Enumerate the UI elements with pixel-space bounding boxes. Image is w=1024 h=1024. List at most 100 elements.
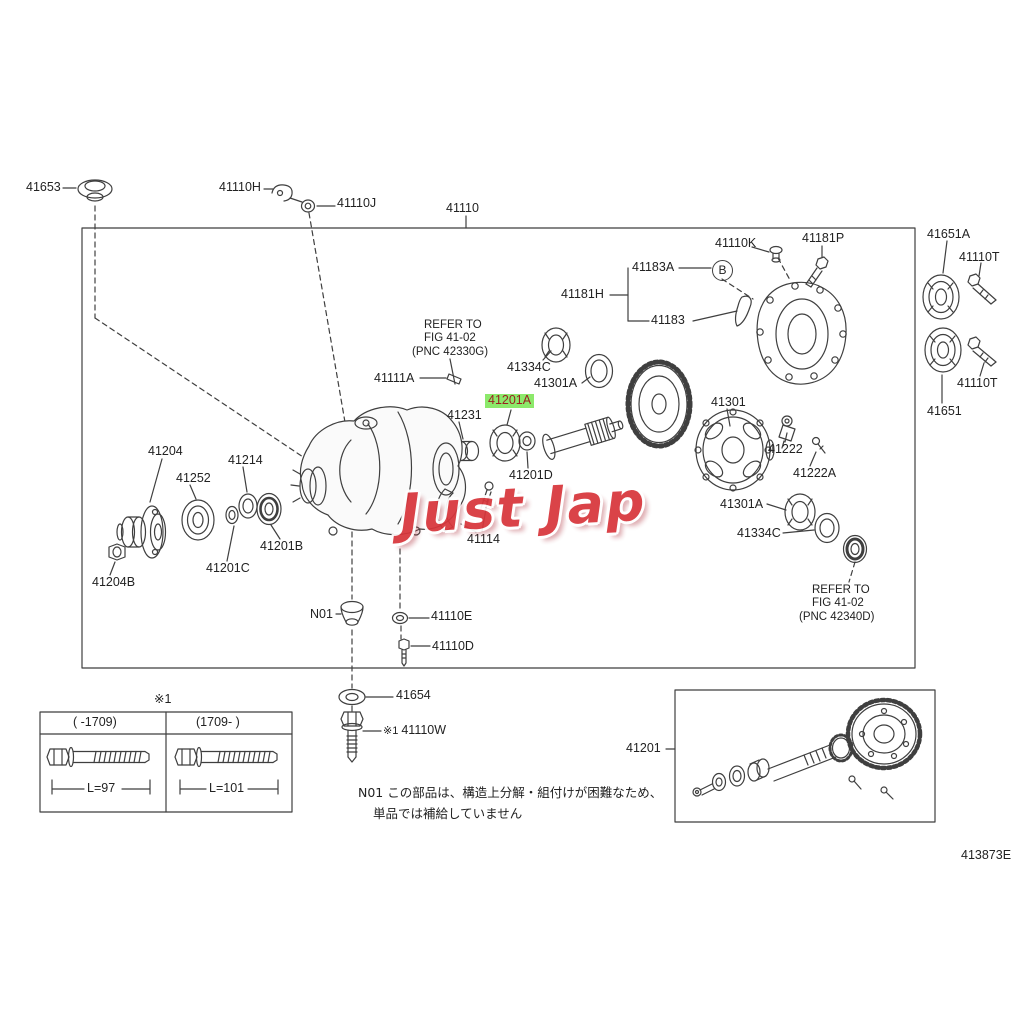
bolt-table-header-new: (1709- ) <box>196 715 240 729</box>
part-label-41110: 41110 <box>446 201 479 215</box>
clip-41110H <box>271 184 303 203</box>
part-label-41334C-right: 41334C <box>737 526 781 540</box>
part-label-41653: 41653 <box>26 180 61 194</box>
bolt-41181P <box>805 256 829 288</box>
part-label-41110W: 41110W <box>401 723 447 737</box>
ring-gear <box>625 359 693 449</box>
part-label-41231: 41231 <box>447 408 482 422</box>
part-label-41181H: 41181H <box>561 287 604 301</box>
part-label-41110D: 41110D <box>432 639 474 653</box>
part-label-41222: 41222 <box>768 442 803 456</box>
drive-pinion-shaft <box>542 416 624 460</box>
bolt-length-old: L=97 <box>87 781 116 795</box>
main-frame-box <box>81 227 916 669</box>
footnote-line2: 単品では補給していません <box>373 806 523 821</box>
bolt-table-header-old: ( -1709) <box>73 715 117 729</box>
table-bolt-new <box>174 746 279 795</box>
footnote-line1: N01 この部品は、構造上分解・組付けが困難なため、 <box>358 785 663 800</box>
part-label-41301A-left: 41301A <box>534 376 578 390</box>
ring-41201C <box>225 505 239 525</box>
kit-frame-box <box>674 689 936 823</box>
part-41222 <box>778 415 796 449</box>
oil-seal-right <box>842 534 868 564</box>
bearing-cap-41114 <box>436 481 494 532</box>
differential-carrier-housing <box>290 406 467 536</box>
washer-41110E <box>391 611 409 625</box>
bolt-41110W <box>340 711 364 763</box>
part-label-41110T-upper: 41110T <box>959 250 1000 264</box>
part-label-41183: 41183 <box>651 313 685 327</box>
part-label-41114: 41114 <box>467 532 500 546</box>
washer-41201D <box>518 431 536 451</box>
part-label-41252: 41252 <box>176 471 211 485</box>
companion-flange-41204 <box>116 505 167 559</box>
bolt-41110T-lower <box>967 336 997 367</box>
plug-N01 <box>340 600 364 626</box>
part-label-41181P: 41181P <box>802 231 845 245</box>
washer-41110J <box>300 199 316 213</box>
breather-plug-41110K <box>769 245 783 263</box>
drive-pinion-kit-41201 <box>692 697 923 800</box>
bolt-table-frame <box>39 711 293 813</box>
part-label-41334C-left: 41334C <box>507 360 551 374</box>
bolt-41110T-upper <box>967 273 997 305</box>
bolt-41222A <box>811 436 826 454</box>
part-label-N01: N01 <box>310 607 333 621</box>
differential-case-41301 <box>694 408 775 492</box>
part-label-41204: 41204 <box>148 444 183 458</box>
part-label-41201: 41201 <box>626 741 661 755</box>
ring-41301A-left <box>584 353 614 389</box>
grommet-41653 <box>77 179 113 202</box>
refer-right-line1: REFER TO <box>812 584 870 596</box>
bolt-41110D <box>398 638 410 667</box>
leader-lines <box>62 187 985 750</box>
oil-seal-41201B <box>256 492 282 526</box>
diagram-code: 413873E <box>961 848 1012 862</box>
pin-41111A <box>446 373 462 385</box>
bolt-table-marker: ※1 <box>154 692 172 706</box>
cushion-41651 <box>924 327 962 373</box>
part-label-41111A: 41111A <box>374 371 415 385</box>
bearing-41334C-left <box>541 327 571 363</box>
dust-deflector-41252 <box>181 499 215 541</box>
bearing-41301A-right <box>784 493 816 531</box>
part-label-41651: 41651 <box>927 404 962 418</box>
part-label-41183A: 41183A <box>632 260 675 274</box>
bearing-41201A <box>489 424 521 462</box>
part-label-41110E: 41110E <box>431 609 473 623</box>
part-label-41204B: 41204B <box>92 575 136 589</box>
part-label-41201A-highlighted: 41201A <box>485 393 535 408</box>
part-label-41110H: 41110H <box>219 180 261 194</box>
refer-left-line1: REFER TO <box>424 319 482 331</box>
part-label-41222A: 41222A <box>793 466 837 480</box>
refer-left-line3: (PNC 42330G) <box>412 346 489 358</box>
callout-b: B <box>712 260 733 281</box>
watermark: Just Jap <box>398 469 648 546</box>
part-label-41201B: 41201B <box>260 539 304 553</box>
nut-41204B <box>108 543 126 561</box>
part-label-41301A-right: 41301A <box>720 497 764 511</box>
part-label-41201C: 41201C <box>206 561 250 575</box>
part-label-41201D: 41201D <box>509 468 553 482</box>
part-label-41110K: 41110K <box>715 236 757 250</box>
washer-41654 <box>338 688 366 706</box>
gasket-41183 <box>734 295 752 327</box>
part-label-41110T-lower: 41110T <box>957 376 998 390</box>
refer-right-line3: (PNC 42340D) <box>799 611 875 623</box>
part-label-41110J: 41110J <box>337 196 377 210</box>
cushion-41651A <box>922 274 960 320</box>
ring-41214 <box>238 493 258 519</box>
refer-left-line2: FIG 41-02 <box>424 332 476 344</box>
part-label-41301: 41301 <box>711 395 746 409</box>
part-label-41654: 41654 <box>396 688 431 702</box>
refer-right-line2: FIG 41-02 <box>812 597 864 609</box>
table-bolt-old <box>46 746 151 795</box>
bolt-length-new: L=101 <box>209 781 245 795</box>
ring-41334C-right <box>814 512 840 544</box>
rear-cover-41181H <box>756 281 847 385</box>
part-label-41651A: 41651A <box>927 227 971 241</box>
part-label-41214: 41214 <box>228 453 263 467</box>
